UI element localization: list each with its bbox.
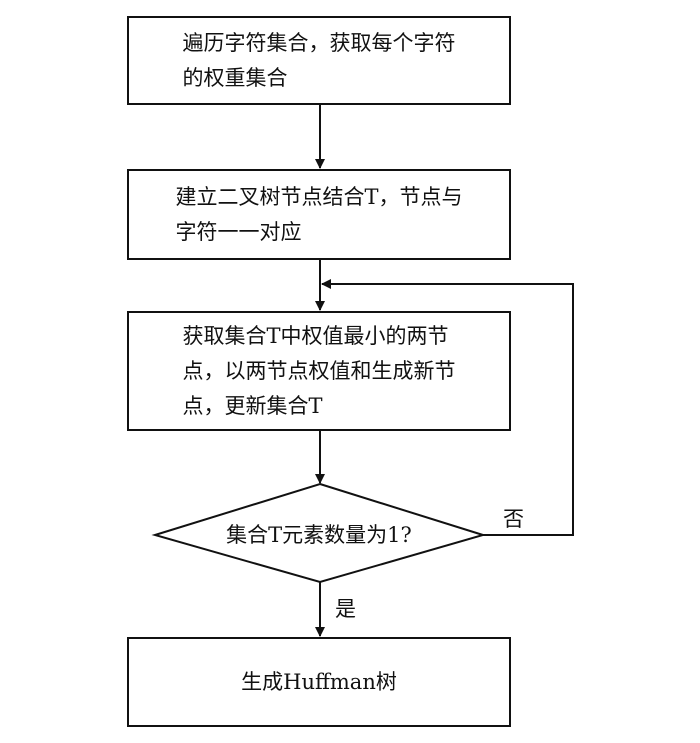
step-traverse-charset-text: 遍历字符集合，获取每个字符 的权重集合 <box>182 30 456 90</box>
decision-text: 集合T元素数量为1? <box>226 523 412 547</box>
step-merge-min-nodes: 获取集合T中权值最小的两节 点，以两节点权值和生成新节 点，更新集合T <box>127 311 511 431</box>
label-yes: 是 <box>335 597 356 621</box>
loop-back-no-path <box>321 279 574 536</box>
step-traverse-charset: 遍历字符集合，获取每个字符 的权重集合 <box>127 16 511 105</box>
step-generate-huffman-tree-text: 生成Huffman树 <box>241 669 397 694</box>
label-no: 否 <box>503 507 524 531</box>
step-build-node-set: 建立二叉树节点结合T，节点与 字符一一对应 <box>127 169 511 260</box>
step-merge-min-nodes-text: 获取集合T中权值最小的两节 点，以两节点权值和生成新节 点，更新集合T <box>182 323 456 418</box>
step-generate-huffman-tree: 生成Huffman树 <box>127 637 511 727</box>
step-build-node-set-text: 建立二叉树节点结合T，节点与 字符一一对应 <box>175 184 463 244</box>
